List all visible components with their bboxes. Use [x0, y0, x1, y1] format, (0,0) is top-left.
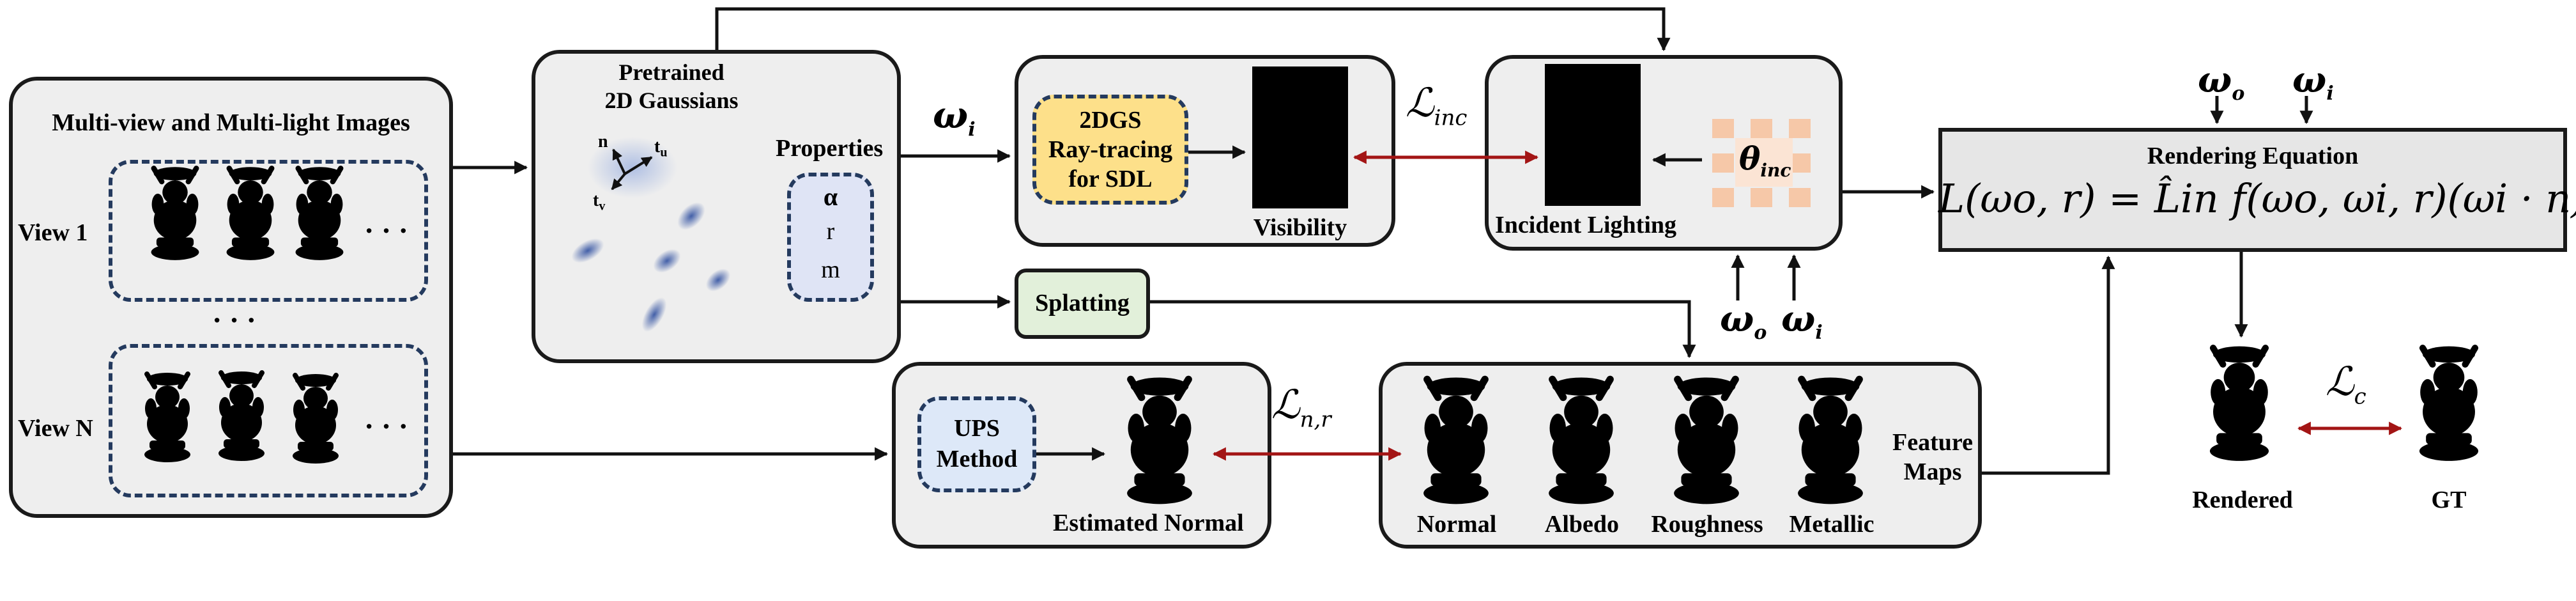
viewN-thumbnails: [144, 371, 339, 464]
gt-image: [2419, 347, 2478, 461]
albedo-label: Albedo: [1544, 511, 1620, 538]
rendered-image: [2210, 347, 2269, 461]
views-vertical-dots: · · ·: [212, 304, 257, 336]
properties-title: Properties: [776, 135, 884, 162]
theta-inc-label: θinc: [1739, 139, 1791, 181]
properties-box: [787, 173, 874, 302]
gt-label: GT: [2431, 487, 2467, 513]
viewN-image-1: [144, 373, 190, 462]
render-omega-o: ωo: [2198, 59, 2245, 105]
visibility-image: [1252, 66, 1348, 208]
incident-lighting-label: Incident Lighting: [1495, 212, 1677, 238]
loss-inc-label: ℒinc: [1406, 79, 1468, 131]
view1-image-2: [227, 167, 275, 260]
ups-line2: Method: [936, 446, 1018, 472]
raytrace-line2: Ray-tracing: [1048, 136, 1173, 163]
prop-alpha: α: [823, 182, 838, 211]
ups-line1: UPS: [954, 415, 1000, 442]
incident-lighting-image: [1545, 64, 1641, 206]
gaussians-title-line2: 2D Gaussians: [604, 88, 739, 113]
viewN-label: View N: [18, 415, 93, 442]
view1-label: View 1: [18, 219, 88, 246]
tangent-frame-icon: [611, 148, 653, 191]
view1-more-dots: · · ·: [364, 214, 409, 247]
view1-image-3: [296, 167, 344, 260]
viewN-image-2: [218, 371, 264, 461]
loss-c-label: ℒc: [2326, 358, 2366, 410]
albedo-map-image: [1549, 377, 1614, 504]
prop-m: m: [821, 256, 840, 283]
lighting-omega-i: ωi: [1781, 298, 1823, 345]
loss-arrows: [1212, 150, 2403, 461]
view1-thumbnails: [151, 167, 344, 260]
flow-arrows: [453, 7, 2313, 475]
raytrace-line1: 2DGS: [1079, 107, 1142, 134]
feature-maps-title-line2: Maps: [1903, 458, 1962, 485]
loss-nr-label: ℒn,r: [1271, 381, 1331, 433]
viewN-image-3: [293, 374, 339, 464]
rendering-equation-title: Rendering Equation: [2147, 143, 2359, 169]
ups-box: [917, 396, 1036, 492]
feature-maps-title-line1: Feature: [1892, 429, 1973, 456]
normal-label: Normal: [1416, 511, 1497, 538]
view1-group: [109, 160, 428, 302]
roughness-label: Roughness: [1651, 511, 1763, 538]
estimated-normal-label: Estimated Normal: [1053, 510, 1244, 536]
axis-tv-label: tv: [593, 191, 606, 214]
normal-map-image: [1423, 377, 1489, 504]
raytrace-line3: for SDL: [1068, 166, 1153, 192]
omega-i-input: ωi: [933, 93, 976, 141]
axis-tu-label: tu: [654, 137, 668, 160]
gaussian-splats: [571, 137, 731, 332]
visibility-label: Visibility: [1253, 214, 1347, 241]
rendered-label: Rendered: [2192, 487, 2293, 513]
viewN-more-dots: · · ·: [364, 410, 409, 442]
splatting-label: Splatting: [1035, 290, 1130, 316]
theta-inc-grid: [1712, 119, 1811, 207]
metallic-map-image: [1798, 377, 1863, 504]
estimated-normal-image: [1127, 377, 1192, 504]
metallic-label: Metallic: [1789, 511, 1874, 538]
rendering-equation: L(ωo, r) = L̂in f(ωo, ωi, r)(ωi · n): [1938, 175, 2576, 222]
viewN-group: [109, 344, 428, 497]
view1-image-1: [151, 167, 199, 260]
roughness-map-image: [1674, 377, 1739, 504]
rendering-panel: [1938, 128, 2567, 252]
raytrace-box: [1032, 95, 1188, 205]
gaussians-title-line1: Pretrained: [618, 59, 724, 85]
input-panel-title: Multi-view and Multi-light Images: [52, 109, 410, 136]
splatting-box: [1015, 269, 1150, 339]
lighting-omega-o: ωo: [1720, 298, 1767, 345]
prop-r: r: [826, 218, 835, 245]
render-omega-i: ωi: [2292, 59, 2334, 105]
axis-n-label: n: [598, 132, 608, 152]
